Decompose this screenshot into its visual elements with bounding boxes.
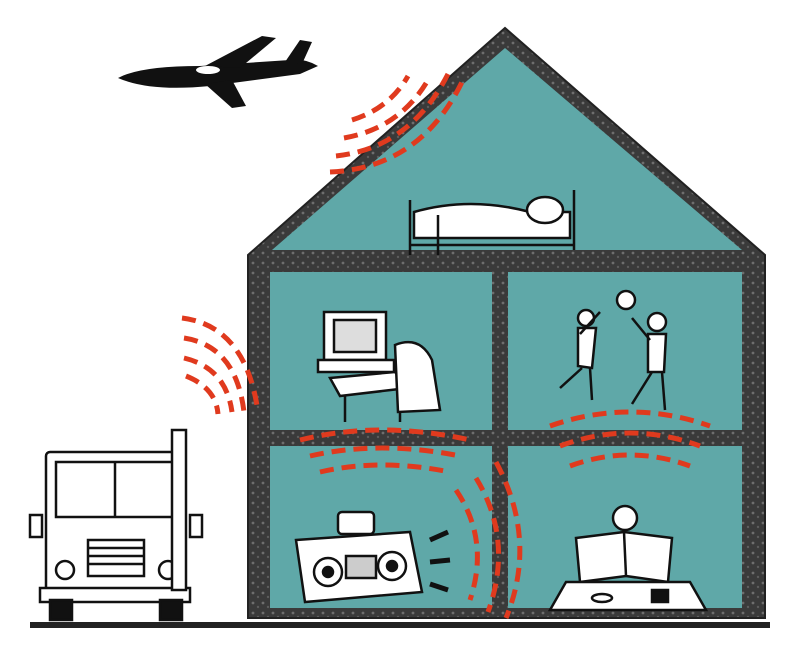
reader-icon — [547, 504, 709, 612]
noise-ray-3 — [429, 581, 449, 593]
room-attic — [272, 48, 742, 250]
noise-wave-children-2 — [559, 430, 701, 449]
noise-wave-stereo-1 — [453, 488, 480, 601]
computer-icon — [316, 310, 442, 422]
airplane-icon — [118, 36, 318, 108]
noise-ray-2 — [429, 557, 451, 565]
ground-line — [30, 622, 770, 628]
noise-wave-wall-4 — [185, 373, 221, 415]
noise-wave-roof-1 — [351, 74, 411, 123]
noise-wave-roof-2 — [343, 78, 431, 141]
bed-icon — [408, 190, 576, 255]
noise-wave-floor-3 — [319, 462, 451, 475]
children-icon — [559, 289, 668, 411]
noise-wave-wall-2 — [183, 335, 247, 413]
stereo-icon — [294, 510, 424, 604]
noise-wave-stereo-3 — [493, 460, 523, 619]
noise-wave-floor-2 — [309, 445, 461, 459]
noise-wave-children-3 — [569, 452, 691, 469]
noise-wave-wall-3 — [183, 355, 235, 413]
noise-wave-roof-3 — [335, 72, 451, 159]
noise-wave-stereo-2 — [473, 476, 502, 613]
noise-wave-children-1 — [549, 409, 711, 429]
noise-waves — [181, 72, 711, 619]
noise-wave-wall-1 — [181, 315, 261, 413]
truck-icon — [28, 428, 204, 622]
noise-ray-1 — [428, 529, 450, 543]
